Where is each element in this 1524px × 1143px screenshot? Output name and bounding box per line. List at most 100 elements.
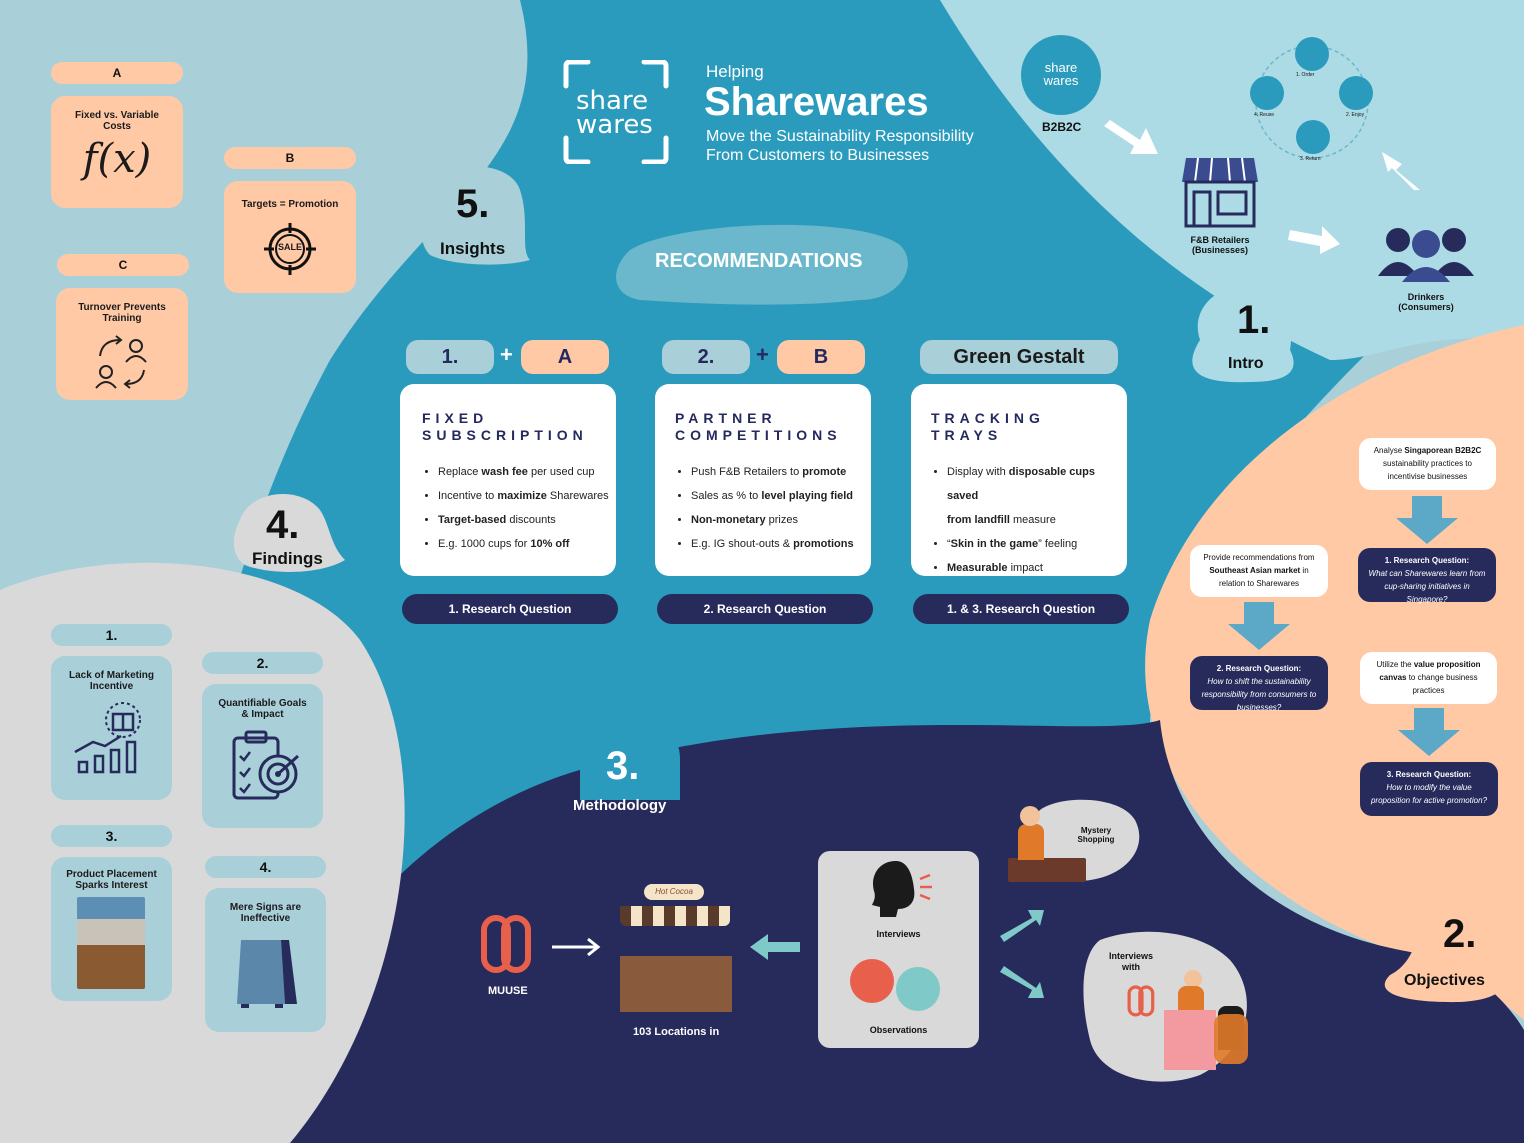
intro-logo-line1: share: [1044, 60, 1078, 75]
rec2-bullet: Push F&B Retailers to promote: [691, 460, 871, 484]
rec1-bullet: Incentive to maximize Sharewares: [438, 484, 616, 508]
rq2-title: 2. Research Question:: [1216, 664, 1302, 673]
speaking-head-icon: [872, 861, 932, 917]
down-arrow-icon: [1398, 708, 1460, 756]
finding3-text: Product Placement Sparks Interest: [66, 869, 157, 891]
rq1-title: 1. Research Question:: [1384, 556, 1470, 565]
insights-label: Insights: [440, 239, 506, 258]
rec1-letter-pill: A: [521, 340, 609, 374]
mystery-label: Mystery Shopping: [1077, 826, 1115, 844]
header-kicker: Helping: [706, 62, 764, 81]
findings-label: Findings: [252, 549, 323, 568]
gift-growth-chart-icon: [74, 702, 141, 774]
muuse-label: MUUSE: [488, 985, 528, 997]
muuse-logo-icon: [481, 915, 531, 973]
mystery-shopper-illustration: [1004, 806, 1086, 886]
observer2-avatar: [896, 967, 940, 1011]
rec3-bullet: from landfill measure: [947, 514, 1056, 526]
cycle-enjoy-label: 2. Enjoy: [1346, 112, 1365, 118]
rec1-bullet: Replace wash fee per used cup: [438, 460, 616, 484]
insight-a-letter: A: [51, 62, 183, 84]
rec1-bullets: Replace wash fee per used cup Incentive …: [422, 460, 616, 556]
rec2-bullet: Non-monetary prizes: [691, 508, 871, 532]
objective-rq1: 1. Research Question: What can Shareware…: [1358, 548, 1496, 604]
storefront-icon: [1182, 157, 1258, 228]
insight-c-text: Turnover Prevents Training: [78, 302, 166, 324]
insight-a-tile: Fixed vs. Variable Costs f(x): [51, 96, 183, 208]
insight-a-text: Fixed vs. Variable Costs: [75, 110, 159, 132]
stall-awning: [620, 906, 730, 926]
recommendations-title: RECOMMENDATIONS: [655, 250, 863, 272]
rec2-plus: +: [756, 342, 769, 367]
finding2-number: 2.: [202, 652, 323, 674]
insights-number: 5.: [456, 182, 490, 226]
rec2-letter-pill: B: [777, 340, 865, 374]
methodology-label: Methodology: [573, 797, 667, 814]
stall-counter: [620, 956, 732, 1012]
rec2-card: PARTNER COMPETITIONS Push F&B Retailers …: [655, 384, 871, 576]
cycle-reuse-label: 4. Reuse: [1254, 112, 1275, 118]
cycle-enjoy-icon: [1339, 76, 1373, 110]
hot-cocoa-stall: Hot Cocoa: [614, 884, 734, 1014]
logo-line1: share: [576, 86, 649, 116]
clipboard-target-icon: [232, 730, 300, 800]
objective-utilize: Utilize the value proposition canvas to …: [1360, 652, 1497, 704]
insight-c-tile: Turnover Prevents Training: [56, 288, 188, 400]
rec2-bullets: Push F&B Retailers to promote Sales as %…: [675, 460, 871, 556]
rec3-bullet: “Skin in the game” feeling: [947, 532, 1127, 556]
rec1-bullet: E.g. 1000 cups for 10% off: [438, 532, 616, 556]
objectives-label: Objectives: [1404, 972, 1485, 989]
insight-b-letter: B: [224, 147, 356, 169]
finding4-tile: Mere Signs are Ineffective: [205, 888, 326, 1032]
rec2-bullet: E.g. IG shout-outs & promotions: [691, 532, 871, 556]
down-arrow-icon: [1396, 496, 1458, 544]
insight-b-text: Targets = Promotion: [241, 199, 339, 210]
rec3-bullets: Display with disposable cups saved from …: [931, 460, 1127, 580]
rec1-research-question: 1. Research Question: [402, 594, 618, 624]
finding2-tile: Quantifiable Goals & Impact: [202, 684, 323, 828]
rec2-heading1: PARTNER: [675, 410, 777, 426]
drinkers-label: Drinkers (Consumers): [1398, 292, 1454, 312]
rec2-number-pill: 2.: [662, 340, 750, 374]
methods-panel: Interviews Observations: [818, 851, 979, 1048]
methodology-number: 3.: [606, 744, 640, 788]
left-arrow-icon: [750, 934, 800, 960]
intro-label: Intro: [1228, 355, 1264, 372]
rec1-plus: +: [500, 342, 513, 367]
intro-logo-circle: share wares: [1021, 35, 1101, 115]
sharewares-logo: share wares: [562, 59, 670, 165]
finding3-tile: Product Placement Sparks Interest: [51, 857, 172, 1001]
rec2-heading2: COMPETITIONS: [675, 427, 842, 443]
rec3-heading2: TRAYS: [931, 427, 1003, 443]
finding1-number: 1.: [51, 624, 172, 646]
objective-rq3: 3. Research Question: How to modify the …: [1360, 762, 1498, 816]
rec2-number: 2.: [697, 346, 715, 368]
rec3-bullet: Display with disposable cups saved: [947, 460, 1127, 508]
objective-analyse: Analyse Singaporean B2B2C sustainability…: [1359, 438, 1496, 490]
rec3-heading1: TRACKING: [931, 410, 1045, 426]
interviews-with-label: Interviews with: [1108, 951, 1154, 972]
rq3-title: 3. Research Question:: [1386, 770, 1472, 779]
intro-number: 1.: [1237, 298, 1271, 342]
rec1-heading2: SUBSCRIPTION: [422, 427, 588, 443]
logo-frame-icon: [563, 59, 669, 165]
sale-badge: SALE: [277, 242, 302, 252]
rec1-number: 1.: [441, 346, 459, 368]
rec3-label-pill: Green Gestalt: [920, 340, 1118, 374]
subtitle-line1: Move the Sustainability Responsibility: [706, 128, 974, 145]
interview-table-illustration: [1164, 970, 1248, 1082]
rq2-text: How to shift the sustainability responsi…: [1201, 677, 1317, 712]
rec3-bullet: Measurable impact: [947, 556, 1127, 580]
finding4-text: Mere Signs are Ineffective: [229, 902, 302, 924]
rec1-card: FIXED SUBSCRIPTION Replace wash fee per …: [400, 384, 616, 576]
intro-logo-line2: wares: [1043, 73, 1079, 88]
rec2-bullet: Sales as % to level playing field: [691, 484, 871, 508]
rec3-label: Green Gestalt: [953, 346, 1085, 368]
retailers-label: F&B Retailers (Businesses): [1190, 235, 1250, 255]
logo-line2: wares: [576, 110, 653, 140]
function-icon: f(x): [82, 136, 152, 182]
objectives-number: 2.: [1443, 912, 1477, 956]
rec3-research-question: 1. & 3. Research Question: [913, 594, 1129, 624]
muuse-small-logo-icon: [1127, 985, 1155, 1017]
locations-label: 103 Locations in: [633, 1026, 720, 1038]
